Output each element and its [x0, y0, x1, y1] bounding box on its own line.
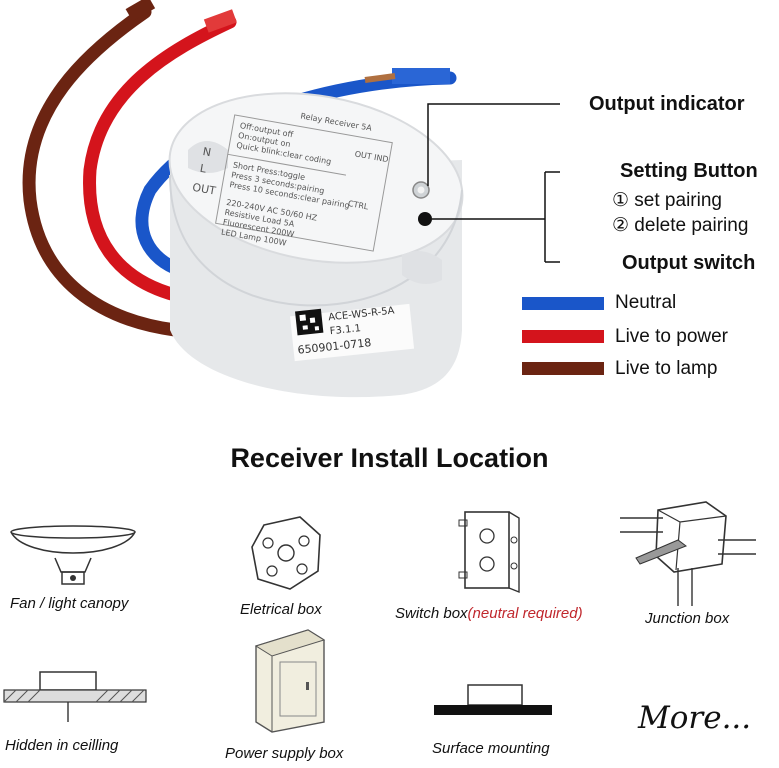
surface-mounting-label: Surface mounting [432, 740, 550, 757]
switch-box-icon [458, 511, 520, 594]
electrical-box-label: Eletrical box [240, 601, 322, 618]
blue-wire-tip [392, 68, 450, 84]
power-supply-box-icon [254, 629, 326, 733]
delete-pairing-label: ② delete pairing [612, 215, 749, 236]
brown-wire-tip [125, 0, 156, 22]
switch-box-label: Switch box [395, 605, 468, 622]
power-supply-box-label: Power supply box [225, 745, 344, 762]
leader-lines [427, 103, 560, 263]
relay-receiver-illustration: Relay Receiver 5A Off:output off On:outp… [22, 0, 560, 398]
hidden-ceiling-label: Hidden in ceilling [5, 737, 119, 754]
live-to-power-swatch [522, 330, 604, 343]
red-wire [83, 15, 237, 302]
junction-box-label: Junction box [645, 610, 730, 627]
live-to-power-label: Live to power [615, 326, 729, 347]
neutral-label: Neutral [615, 292, 677, 313]
face-ctrl: CTRL [347, 199, 369, 212]
surface-mounting-icon [434, 684, 552, 715]
fan-canopy-label: Fan / light canopy [10, 595, 129, 612]
fan-canopy-icon [10, 525, 136, 585]
housing: Relay Receiver 5A Off:output off On:outp… [168, 92, 464, 398]
setting-button[interactable] [418, 212, 432, 226]
terminal-out: OUT [191, 181, 217, 198]
firmware-version: F3.1.1 [329, 323, 361, 337]
more-label: More... [638, 700, 752, 736]
output-switch-label: Output switch [622, 252, 756, 274]
qr-code-icon [295, 308, 324, 336]
hidden-ceiling-icon [3, 671, 147, 722]
terminal-l: L [199, 162, 208, 176]
switch-box-label-wrap: Switch box(neutral required) [395, 605, 583, 622]
output-indicator-label: Output indicator [589, 93, 745, 115]
neutral-swatch [522, 297, 604, 310]
junction-box-icon [620, 501, 756, 606]
red-wire-tip [203, 9, 237, 33]
electrical-box-icon [251, 516, 321, 590]
terminal-n: N [202, 145, 212, 159]
switch-box-note: (neutral required) [467, 605, 583, 622]
section-title: Receiver Install Location [230, 443, 549, 473]
setting-button-label: Setting Button [620, 160, 758, 182]
set-pairing-label: ① set pairing [612, 190, 722, 211]
brown-wire [22, 5, 182, 337]
live-to-lamp-label: Live to lamp [615, 358, 718, 379]
live-to-lamp-swatch [522, 362, 604, 375]
